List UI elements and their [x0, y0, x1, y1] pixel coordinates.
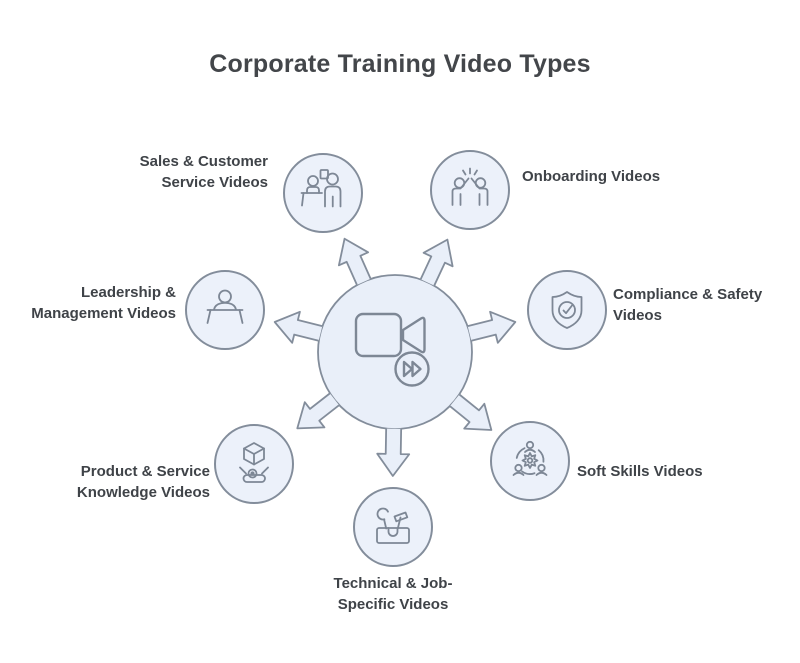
node-circle	[353, 487, 433, 567]
node-label-sales-customer-service: Sales & Customer Service Videos	[139, 153, 268, 191]
hub-arrows	[273, 237, 517, 477]
fast-forward-triangle	[411, 360, 422, 378]
hub-arrow-onboarding	[419, 238, 454, 286]
node-label-technical-job-specific: Technical & Job- Specific Videos	[333, 575, 453, 613]
node-soft-skills	[490, 421, 570, 501]
node-circle	[430, 150, 510, 230]
high-five-icon	[451, 167, 489, 206]
hammer-head	[393, 511, 409, 523]
hub-arrow-softskills	[449, 393, 493, 431]
fast-forward-triangle	[402, 360, 414, 378]
node-sales-customer-service	[283, 153, 363, 233]
wrench-head	[376, 507, 389, 521]
hub-arrow-technical	[376, 428, 411, 477]
node-circle	[283, 153, 363, 233]
node-label-soft-skills: Soft Skills Videos	[577, 463, 703, 480]
node-label-compliance-safety: Compliance & Safety Videos	[613, 286, 763, 324]
node-circle	[527, 270, 607, 350]
speaker-podium-icon	[206, 289, 244, 324]
node-leadership-management	[185, 270, 265, 350]
node-label-product-service-knowledge: Product & Service Knowledge Videos	[76, 463, 210, 501]
node-technical-job-specific	[353, 487, 433, 567]
hammer-handle	[396, 516, 402, 530]
hub-circle	[317, 274, 473, 430]
wrench-handle	[383, 519, 388, 530]
toolbox-tools-icon	[376, 507, 410, 544]
node-onboarding	[430, 150, 510, 230]
people-gear-icon	[512, 440, 548, 476]
salesperson-counter-icon	[300, 169, 342, 208]
hologram-cube-icon	[239, 442, 269, 483]
hub-arrow-sales	[337, 237, 372, 286]
video-camera-fast-forward-icon	[354, 312, 430, 387]
node-compliance-safety	[527, 270, 607, 350]
page-title: Corporate Training Video Types	[209, 50, 591, 78]
gear-shape	[521, 452, 539, 469]
node-product-service-knowledge	[214, 424, 294, 504]
node-label-onboarding: Onboarding Videos	[522, 168, 661, 185]
hub-arrow-leadership	[273, 310, 323, 344]
shield-check-icon	[551, 291, 583, 329]
toolbox	[376, 527, 410, 544]
hub-arrow-product	[296, 392, 340, 430]
node-circle	[490, 421, 570, 501]
hub-arrow-compliance	[467, 310, 517, 344]
node-label-leadership-management: Leadership & Management Videos	[31, 284, 176, 322]
